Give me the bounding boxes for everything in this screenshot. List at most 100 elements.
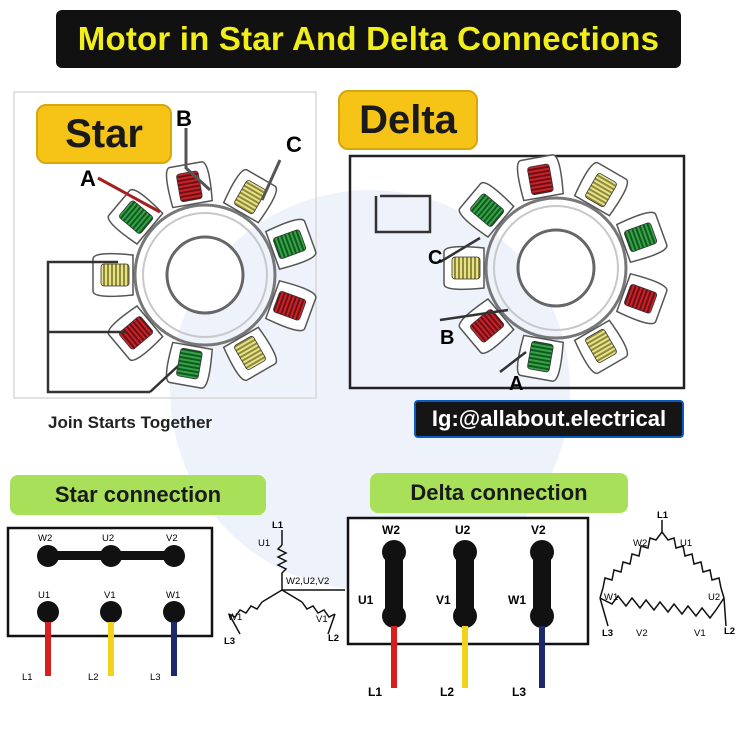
star-sch-l1: L1 [272,520,284,531]
star-wire-l3 [171,622,177,676]
star-join-line [46,260,150,394]
star-sch-v1: V1 [316,614,328,625]
delta-badge-label: Delta [359,97,457,142]
delta-badge: Delta [338,90,478,150]
star-label-w2: W2 [38,533,52,544]
delta-sch-u2: U2 [708,592,720,603]
delta-link-2 [439,236,481,264]
delta-line-l3: L3 [512,685,526,699]
delta-tooth-1 [516,154,564,202]
title-bar: Motor in Star And Delta Connections [56,10,681,68]
delta-sch-l3: L3 [602,628,613,639]
star-phase-a-label: A [80,166,96,191]
delta-tooth-7 [458,297,515,354]
star-sch-l3: L3 [224,636,235,647]
delta-terminal-box [346,516,590,688]
star-stator [13,91,317,399]
star-phase-c-label: C [286,132,302,157]
delta-tooth-9 [458,182,515,239]
delta-wire-l3 [539,626,545,688]
star-tooth-6 [165,341,213,389]
delta-label-v1: V1 [436,593,451,607]
star-terminal-w2 [37,545,59,567]
star-wire-l1 [45,622,51,676]
star-connection-label: Star connection [54,482,222,507]
star-tooth-5 [222,326,278,382]
delta-terminal-v2 [530,540,554,564]
delta-label-w1: W1 [508,593,526,607]
delta-stator [348,154,686,390]
delta-tooth-6 [516,334,564,382]
star-tooth-3 [264,218,317,271]
star-label-v2: V2 [166,533,178,544]
star-label-w1: W1 [166,590,180,601]
star-join-line-3 [149,365,179,393]
delta-line-l2: L2 [440,685,454,699]
page-title: Motor in Star And Delta Connections [77,20,660,57]
star-wire-l2 [108,622,114,676]
delta-label-u2: U2 [455,523,471,537]
delta-connection-label: Delta connection [410,480,588,505]
delta-connection-badge: Delta connection [370,473,628,513]
star-terminal-u2 [100,545,122,567]
delta-tooth-3 [615,211,668,264]
delta-label-u1: U1 [358,593,374,607]
star-phase-b-label: B [176,106,192,131]
delta-link-4 [499,351,527,373]
delta-terminal-w1 [530,604,554,628]
star-terminal-v2 [163,545,185,567]
delta-terminal-v1 [453,604,477,628]
star-lead-c [260,159,282,201]
star-tooth-9 [107,189,164,246]
star-badge: Star [36,104,172,164]
delta-phase-c-label: C [428,247,442,269]
star-terminal-box [6,526,214,676]
delta-link-1 [374,194,432,234]
star-sch-u1: U1 [258,538,270,549]
delta-sch-l1: L1 [657,510,669,521]
delta-tooth-5 [573,319,629,375]
star-tooth-2 [222,168,278,224]
star-schematic [228,530,345,635]
delta-phase-b-label: B [440,327,454,349]
star-lead-a [97,176,161,214]
delta-sch-v1: V1 [694,628,706,639]
delta-phase-a-label: A [509,373,523,395]
star-tooth-1 [165,161,213,209]
delta-tooth-4 [615,272,668,325]
delta-link-v [456,552,474,618]
star-label-v1: V1 [104,590,116,601]
delta-sch-l2: L2 [724,626,735,637]
delta-tooth-8 [443,245,485,291]
star-connection-badge: Star connection [10,475,266,515]
star-sch-w1: W1 [228,612,242,623]
star-sch-l2: L2 [328,633,339,644]
delta-schematic [599,520,727,627]
star-line-l3: L3 [150,672,161,683]
delta-wire-l2 [462,626,468,688]
delta-sch-v2: V2 [636,628,648,639]
delta-link-w [533,552,551,618]
delta-link-3 [439,308,509,322]
star-tooth-7 [107,304,164,361]
star-badge-label: Star [65,111,143,156]
star-label-u1: U1 [38,590,50,601]
star-terminal-v1 [100,601,122,623]
star-line-l2: L2 [88,672,99,683]
star-terminal-u1 [37,601,59,623]
star-tooth-8 [92,252,134,298]
star-tooth-4 [264,279,317,332]
delta-wire-l1 [391,626,397,688]
star-lead-b [184,128,212,192]
delta-terminal-u2 [453,540,477,564]
star-terminal-w1 [163,601,185,623]
delta-terminal-u1 [382,604,406,628]
delta-terminal-w2 [382,540,406,564]
instagram-tag: Ig:@allabout.electrical [414,400,684,438]
star-line-l1: L1 [22,672,33,683]
instagram-handle: Ig:@allabout.electrical [431,406,667,431]
delta-line-l1: L1 [368,685,382,699]
delta-sch-u1: U1 [680,538,692,549]
delta-label-v2: V2 [531,523,546,537]
